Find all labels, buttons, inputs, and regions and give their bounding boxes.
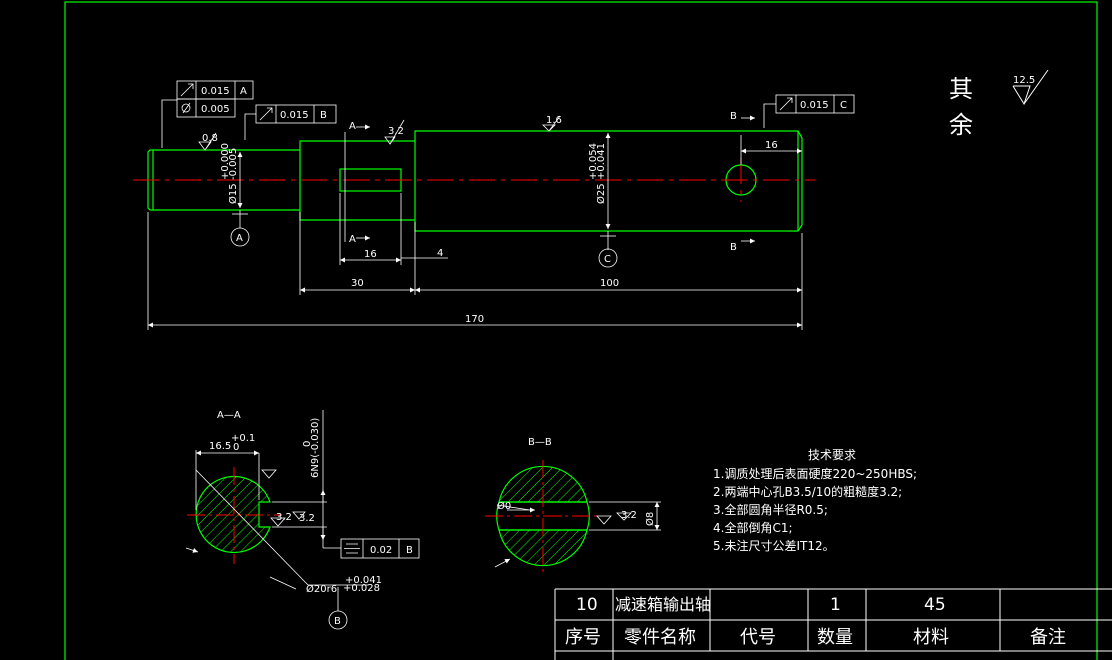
roughness-icon [292,511,306,520]
symmetry-icon [344,543,360,554]
tb-name-value: 减速箱输出轴 [615,595,711,614]
fcf-a-value: 0.015 [201,86,230,97]
section-aa-key-tol: 6N9(-0.030) [310,418,321,478]
main-dimensions [147,99,803,330]
fcf-c-datum: C [840,100,847,111]
cut-label-a-top: A [349,121,356,132]
title-block-text: 10 减速箱输出轴 1 45 序号 零件名称 代号 数量 材料 备注 [565,595,1066,648]
section-bb-small: Ø0 [497,500,511,512]
section-aa-title: A—A [217,410,241,421]
roughness-note-char2: 余 [949,111,973,139]
section-aa-width-tol-up: +0.1 [231,433,255,444]
roughness-value: 1.6 [546,115,562,126]
roughness-value: 3.2 [276,512,292,523]
tech-requirements: 技术要求 1.调质处理后表面硬度220~250HBS; 2.两端中心孔B3.5/… [713,448,917,553]
fcf-sym-datum: B [406,545,413,556]
cut-label-b-top: B [730,111,737,122]
shaft-outline [147,130,803,232]
roughness-icon [542,115,561,132]
section-bb-centerlines [485,460,600,575]
runout-arrow-icon [779,97,793,111]
roughness-icon [384,119,405,145]
dim-gap: 4 [437,248,443,259]
tb-name-header: 零件名称 [624,627,696,648]
runout-arrow-icon [180,83,194,97]
roughness-value: 0.8 [202,133,218,144]
tb-qty-header: 数量 [817,627,853,648]
cut-label-a-bottom: A [349,234,356,245]
tb-seq-value: 10 [576,595,598,615]
datum-a-label: A [236,233,243,244]
dim-total: 170 [465,314,484,325]
dim-left-tol-dn: -0.005 [228,148,239,180]
shaft-main-view [147,130,803,232]
dim-left-diameter: Ø15 [227,183,239,204]
section-bb-dims [494,501,661,568]
fcf-c-value: 0.015 [800,100,829,111]
dim-hole-dist: 16 [765,140,778,151]
runout-arrow-icon [259,107,273,121]
section-aa-width-tol-dn: 0 [233,442,239,453]
roughness-value: 3.2 [388,126,404,137]
roughness-icon [616,512,632,521]
roughness-icon [596,515,612,525]
cut-label-b-bottom: B [730,242,737,253]
section-bb-hole: Ø8 [644,512,656,526]
tb-qty-value: 1 [830,595,841,615]
center-lines [133,158,815,202]
dim-right-tol-up: +0.054 [588,143,599,180]
shaft-roughness-marks [198,115,561,151]
section-aa-width: 16.5 [209,441,231,452]
tb-material-value: 45 [924,595,946,615]
dim-right-diameter: Ø25 [595,183,607,204]
section-aa-dia: Ø20r6 [306,583,337,595]
section-aa-key-tol-up: 0 [302,441,313,447]
fcf-a-datum: A [240,86,247,97]
drawing-border [64,1,1098,660]
datum-markers [230,227,618,268]
fcf-runout-c [775,94,855,114]
tb-remark-header: 备注 [1030,627,1066,648]
roughness-icon [270,517,286,527]
section-aa-dims [185,410,368,611]
tech-req-item: 1.调质处理后表面硬度220~250HBS; [713,466,917,481]
roughness-icon [261,469,277,479]
tech-req-item: 4.全部倒角C1; [713,520,793,535]
tech-req-title: 技术要求 [808,448,856,462]
fcf-b-datum: B [320,110,327,121]
tb-seq-header: 序号 [565,627,601,648]
section-bb-title: B—B [528,437,552,448]
roughness-note-char1: 其 [949,75,973,103]
tb-code-header: 代号 [740,627,776,648]
dim-left-tol-up: +0.000 [220,143,231,180]
fcf-symmetry [328,538,420,630]
datum-c-label: C [604,254,611,265]
tech-req-item: 3.全部圆角半径R0.5; [713,502,828,517]
fcf-cyl-value: 0.005 [201,104,230,115]
section-aa-dia-tol-dn: +0.028 [343,583,380,594]
dim-seg1: 30 [351,278,364,289]
datum-b-label: B [334,616,341,627]
roughness-value: 3.2 [299,513,315,524]
roughness-note: 其 余 12.5 [949,69,1049,139]
roughness-symbol-icon [1012,69,1049,106]
dim-key-length: 16 [364,249,377,260]
roughness-note-value: 12.5 [1013,75,1035,86]
tech-req-item: 5.未注尺寸公差IT12。 [713,538,835,553]
tb-material-header: 材料 [913,627,949,648]
section-aa-centerlines [187,467,282,564]
section-aa-dia-tol-up: +0.041 [345,575,382,586]
title-block [554,588,1112,660]
roughness-icon [198,132,217,151]
roughness-value: 3.2 [621,510,637,521]
fcf-runout-b [255,104,337,124]
dim-seg2: 100 [600,278,619,289]
tech-req-item: 2.两端中心孔B3.5/10的粗糙度3.2; [713,484,902,499]
dim-right-tol-dn: +0.041 [596,143,607,180]
fcf-sym-value: 0.02 [370,545,392,556]
fcf-b-value: 0.015 [280,110,309,121]
fcf-runout-a [176,80,254,118]
